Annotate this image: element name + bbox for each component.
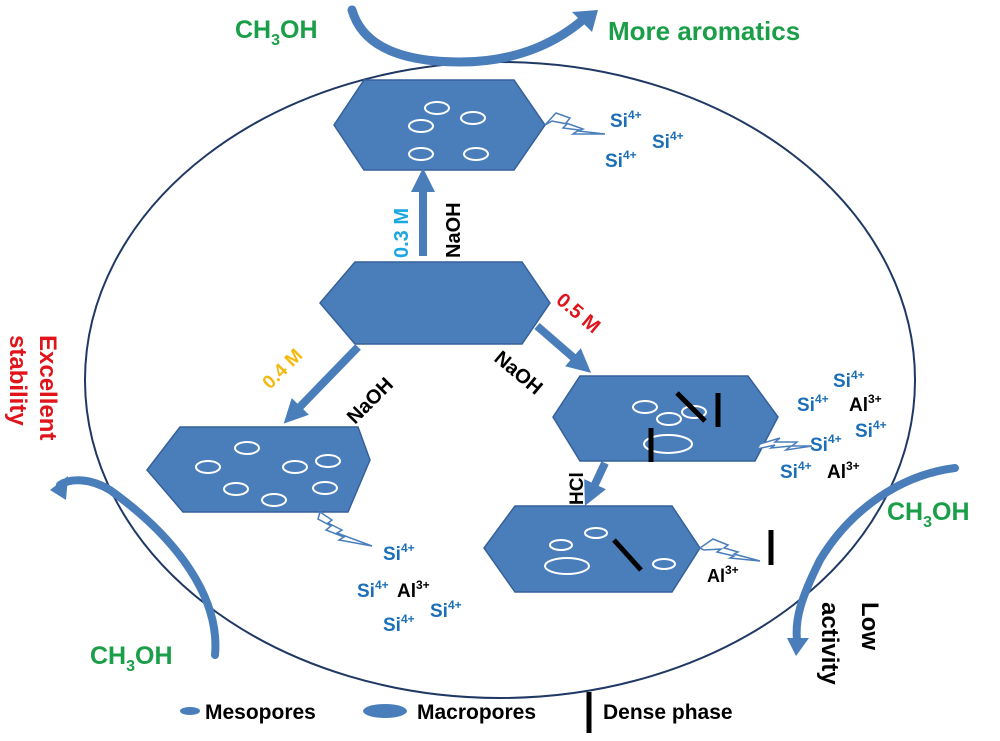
low-label: Low xyxy=(856,602,883,650)
conc-0.5M-label: 0.5 M xyxy=(552,289,604,338)
lightning-icon xyxy=(755,437,813,452)
svg-text:Si4+: Si4+ xyxy=(797,392,829,416)
arrow-right-down xyxy=(534,322,592,373)
bottom-ion: Al3+ xyxy=(707,563,739,586)
arrow-left-down xyxy=(283,344,361,424)
legend-dense-phase-label: Dense phase xyxy=(603,701,733,724)
svg-text:Si4+: Si4+ xyxy=(383,612,415,636)
svg-text:Si4+: Si4+ xyxy=(833,368,865,392)
bottom-pores xyxy=(544,527,676,575)
naoh-left-label: NaOH xyxy=(343,374,398,429)
right-methanol-label: CH3OH xyxy=(887,498,970,531)
naoh-right-label: NaOH xyxy=(490,347,547,400)
top-methanol-label: CH3OH xyxy=(235,16,318,49)
svg-text:Si4+: Si4+ xyxy=(810,432,842,456)
left-ions: Si4+ Si4+ Al3+ Si4+ Si4+ xyxy=(357,541,462,636)
top-flow-arrow xyxy=(347,5,590,67)
left-flow-arrow xyxy=(56,476,220,659)
legend-macropores-label: Macropores xyxy=(417,701,536,724)
conc-0.3M-label: 0.3 M xyxy=(391,208,413,258)
lightning-icons xyxy=(317,112,813,562)
svg-text:Al3+: Al3+ xyxy=(849,392,882,416)
arrow-hcl xyxy=(584,461,609,506)
svg-text:Al3+: Al3+ xyxy=(397,578,430,602)
activity-label: activity xyxy=(816,602,843,685)
stability-label: stability xyxy=(4,335,31,426)
conc-0.4M-label: 0.4 M xyxy=(259,345,307,393)
lightning-icon xyxy=(698,538,761,562)
top-flow-arrowhead xyxy=(572,10,598,32)
parent-crystal xyxy=(319,261,551,345)
legend-macropore-icon xyxy=(363,704,407,718)
top-mesopores xyxy=(408,101,489,161)
left-flow-arrowhead xyxy=(50,476,68,500)
top-ions: Si4+ Si4+ Si4+ xyxy=(605,108,684,172)
right-flow-arrow xyxy=(792,464,959,644)
left-crystal xyxy=(146,426,371,513)
left-methanol-label: CH3OH xyxy=(90,642,173,675)
svg-text:Si4+: Si4+ xyxy=(383,541,415,565)
svg-text:Si4+: Si4+ xyxy=(430,598,462,622)
hcl-label: HCl xyxy=(567,472,588,505)
acid-treated-crystal xyxy=(483,505,701,593)
right-flow-arrowhead xyxy=(787,638,809,656)
bottom-dense-phase xyxy=(612,538,643,572)
svg-text:Si4+: Si4+ xyxy=(357,578,389,602)
svg-text:Si4+: Si4+ xyxy=(780,459,812,483)
right-dense-phase xyxy=(648,391,721,462)
svg-text:Si4+: Si4+ xyxy=(652,129,684,153)
right-pores xyxy=(632,400,707,454)
svg-text:Si4+: Si4+ xyxy=(610,108,642,132)
top-crystal xyxy=(333,79,546,171)
svg-text:Si4+: Si4+ xyxy=(855,418,887,442)
left-mesopores xyxy=(195,441,341,507)
more-aromatics-label: More aromatics xyxy=(608,16,800,46)
svg-text:Si4+: Si4+ xyxy=(605,148,637,172)
lightning-icon xyxy=(317,510,373,547)
lightning-icon xyxy=(544,112,606,135)
legend-mesopore-icon xyxy=(180,707,200,715)
svg-text:Al3+: Al3+ xyxy=(827,459,860,483)
right-ions: Si4+ Si4+ Al3+ Si4+ Si4+ Si4+ Al3+ xyxy=(780,368,887,483)
excellent-label: Excellent xyxy=(34,335,61,440)
naoh-up-label: NaOH xyxy=(443,202,465,258)
right-crystal xyxy=(552,375,779,462)
legend-mesopores-label: Mesopores xyxy=(205,701,316,724)
